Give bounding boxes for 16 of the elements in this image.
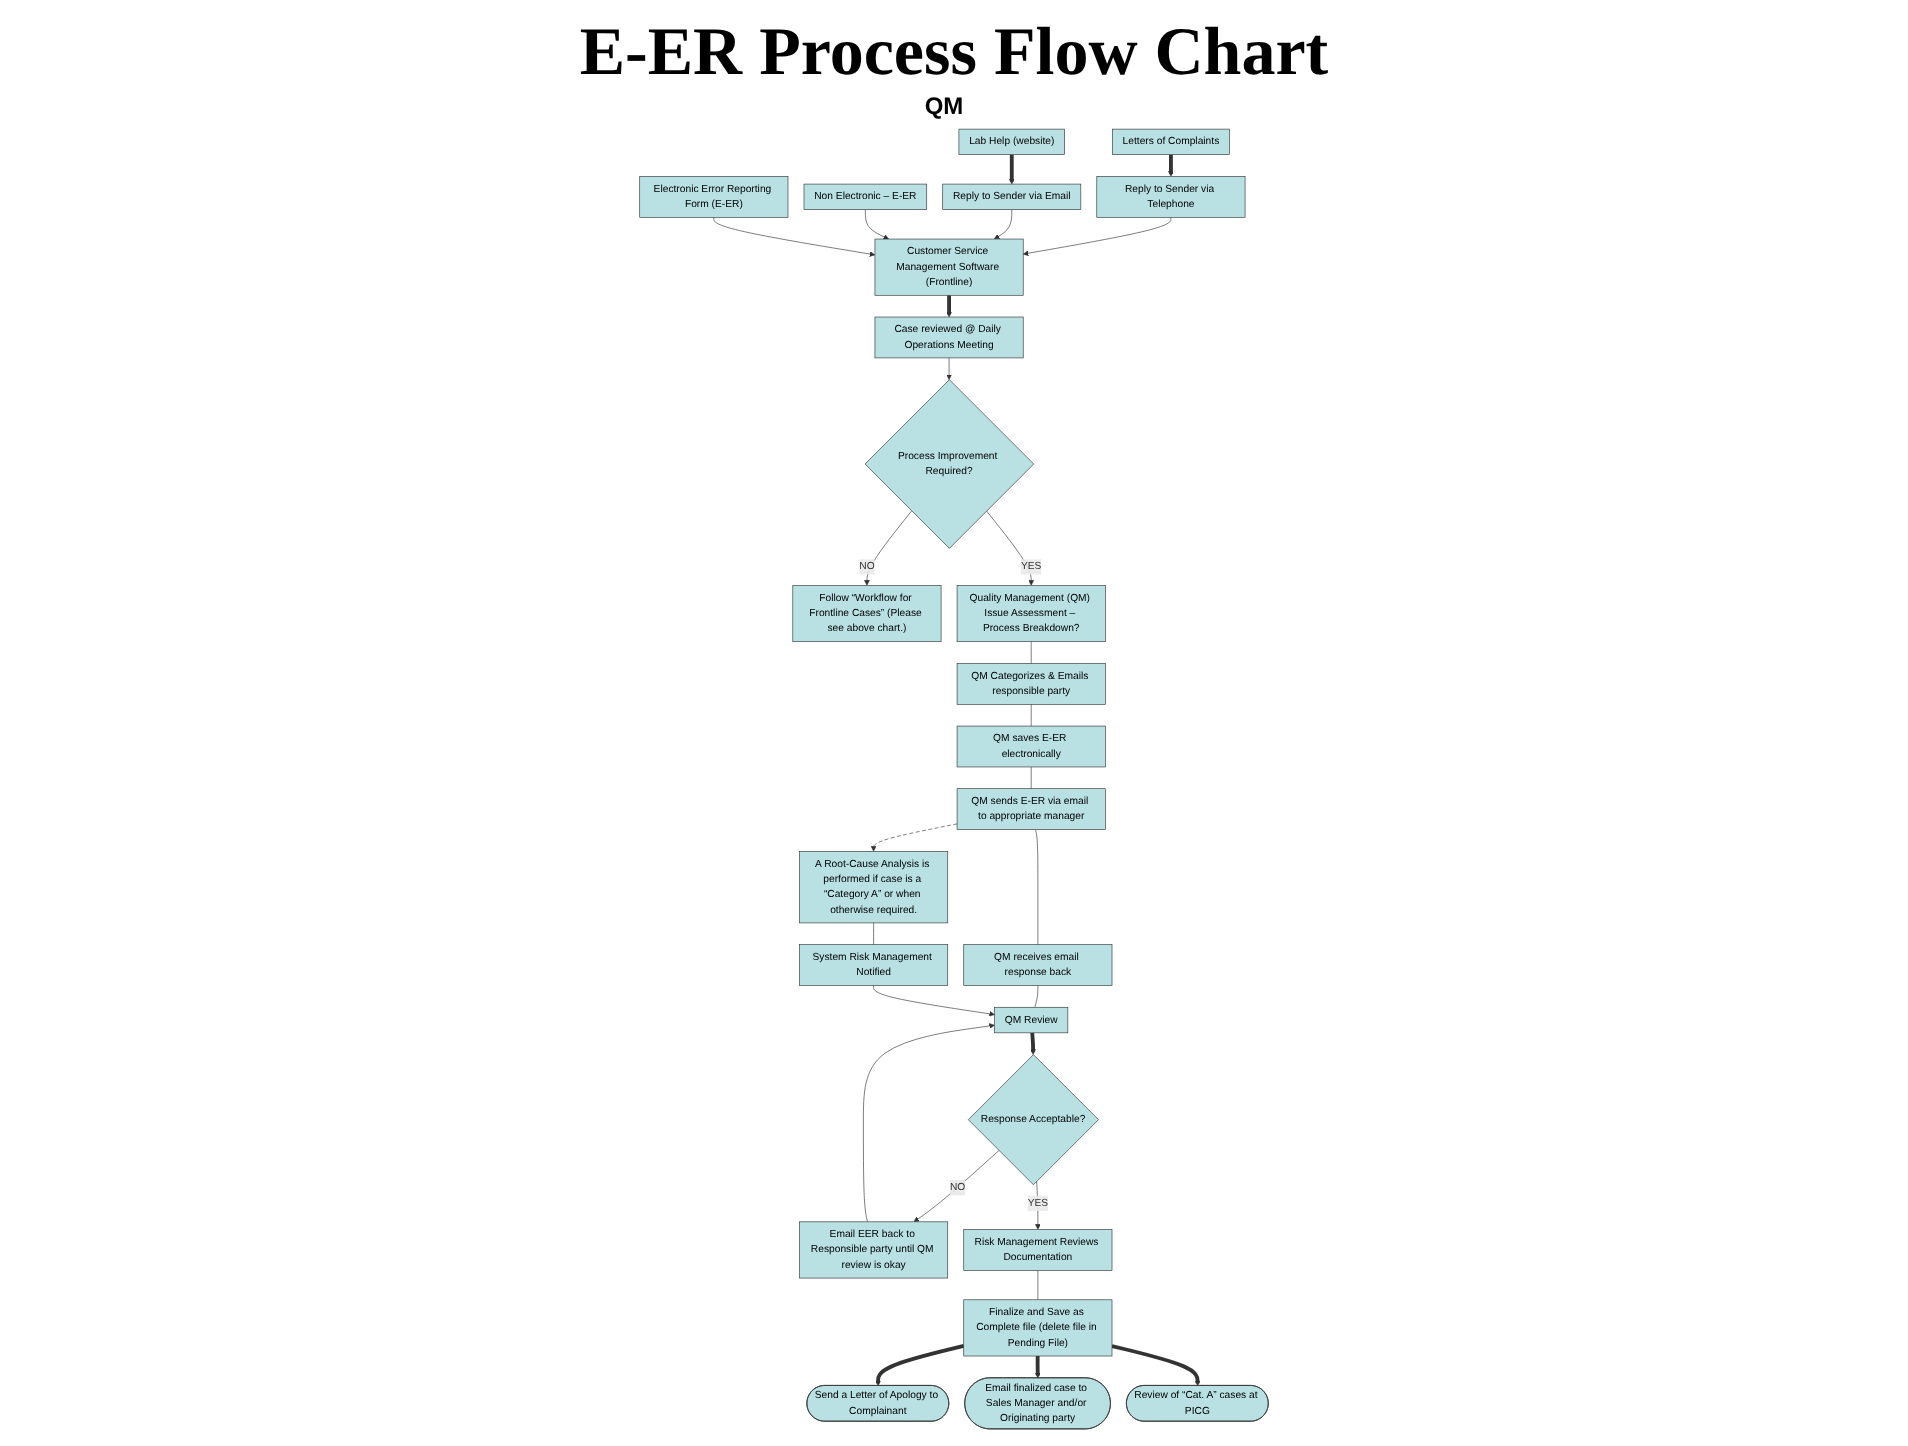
title: E-ER Process Flow Chart — [579, 16, 1329, 92]
note-text: QM — [924, 92, 964, 120]
connector — [1030, 766, 1032, 789]
arrow — [1111, 1344, 1201, 1386]
arrow — [875, 1344, 965, 1386]
arrow — [946, 295, 952, 318]
arrow — [1034, 1355, 1041, 1379]
arrow — [1008, 154, 1015, 185]
connector — [1030, 641, 1032, 664]
arrow — [1030, 1032, 1036, 1055]
connector — [1037, 1270, 1039, 1301]
connector — [873, 922, 874, 945]
arrow — [1168, 154, 1174, 177]
connector — [1030, 704, 1032, 727]
connector — [1035, 829, 1039, 945]
connector — [1034, 985, 1039, 1008]
